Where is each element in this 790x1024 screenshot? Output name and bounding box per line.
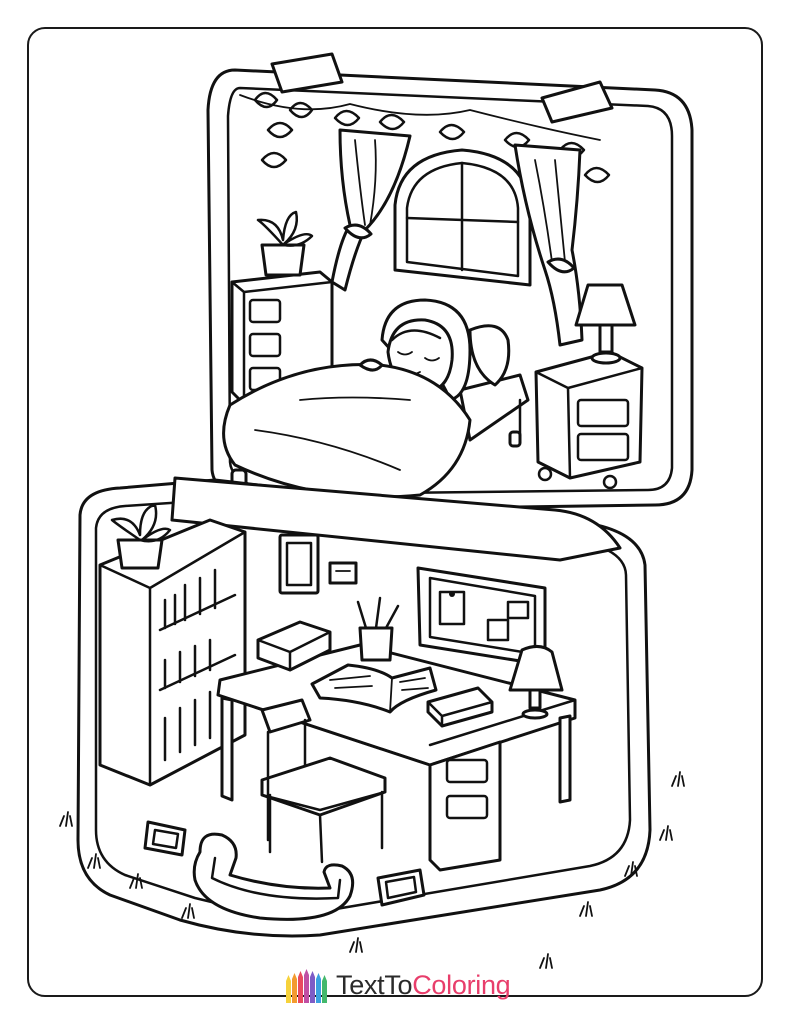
desk-leg	[560, 716, 570, 802]
base-inner-frame	[96, 500, 630, 911]
curtain-tie-left	[345, 225, 371, 238]
grass-tuft	[672, 772, 684, 786]
books	[165, 570, 215, 628]
shelf	[160, 595, 235, 630]
books	[165, 640, 210, 688]
desk-items	[258, 598, 492, 726]
curtain-left	[332, 130, 410, 290]
grass-tuft	[350, 938, 362, 952]
vine-stem	[240, 95, 600, 140]
chair-back	[262, 700, 310, 732]
grass-tuft	[540, 954, 552, 968]
girl-eye-left	[398, 352, 412, 355]
bed-leg	[510, 432, 520, 446]
drawer	[250, 300, 280, 322]
bed	[224, 300, 528, 525]
wall-decor	[280, 535, 545, 665]
chair-legs	[268, 720, 382, 862]
curtain-right	[515, 145, 582, 345]
table-lamp-bedroom	[576, 285, 635, 363]
desk-lamp	[510, 646, 562, 718]
pencil-cup	[360, 628, 392, 660]
ivy-leaf	[440, 125, 464, 139]
pinned-note	[488, 620, 508, 640]
plant-leaves	[112, 505, 170, 541]
grass-tufts	[60, 772, 684, 968]
drawer	[447, 796, 487, 818]
drawer	[447, 760, 487, 782]
pencil	[298, 971, 303, 1003]
pencil	[286, 975, 291, 1003]
ivy-leaf	[380, 115, 404, 129]
base-top-lip	[172, 478, 620, 560]
plant-pot	[262, 245, 304, 275]
page-border	[27, 27, 763, 997]
brand-name-part1: TextTo	[336, 969, 413, 1000]
drawer	[250, 334, 280, 356]
shelf	[160, 655, 235, 690]
lid-strap-left	[272, 54, 342, 92]
grass-tuft	[660, 826, 672, 840]
grass-tuft	[130, 874, 142, 888]
drawer	[578, 434, 628, 460]
lid-strap-right	[542, 82, 612, 122]
lamp-base	[530, 690, 540, 708]
ivy-leaf	[268, 123, 292, 137]
pencil	[322, 975, 327, 1003]
lamp-shade	[576, 285, 635, 325]
books	[165, 685, 225, 760]
drawer	[578, 400, 628, 426]
girl-hand	[360, 360, 382, 370]
ivy-leaf	[335, 111, 359, 125]
lamp-shade	[510, 646, 562, 690]
girl-bangs	[392, 330, 440, 340]
chair	[262, 700, 385, 862]
grass-tuft	[182, 904, 194, 918]
lamp-base	[600, 325, 612, 352]
potted-plant-shelf	[112, 505, 170, 568]
blanket	[224, 365, 470, 498]
grass-tuft	[625, 862, 637, 876]
pinned-note	[508, 602, 528, 618]
pillow	[470, 326, 509, 385]
color-pencils-icon	[286, 969, 327, 1003]
ivy-leaf	[262, 153, 286, 167]
brand-logo[interactable]: TextToColoring	[284, 962, 511, 1008]
grass-tuft	[580, 902, 592, 916]
plant-leaves	[258, 212, 312, 246]
ivy-leaf	[255, 93, 277, 107]
desk-leg	[222, 698, 232, 800]
window-mullion-horizontal	[407, 218, 518, 222]
potted-plant-top	[258, 212, 312, 275]
pencil	[292, 973, 297, 1003]
brand-name: TextToColoring	[336, 969, 511, 1001]
ivy-leaf	[505, 133, 529, 147]
ivy-vines	[240, 93, 609, 182]
girl-eye-right	[425, 358, 439, 361]
pencils	[358, 598, 398, 628]
stacked-books	[258, 622, 330, 670]
grass-tuft	[60, 812, 72, 826]
bookshelf	[100, 520, 245, 785]
open-book	[312, 665, 436, 712]
ivy-leaf	[290, 103, 312, 117]
arched-window	[395, 150, 530, 285]
ivy-leaf	[585, 168, 609, 182]
pencil	[316, 973, 321, 1003]
grass-tuft	[88, 854, 100, 868]
latch-right	[378, 870, 424, 905]
brand-name-part2: Coloring	[412, 969, 511, 1000]
sticky-note	[330, 563, 356, 583]
pencil	[304, 969, 309, 1003]
suitcase-front	[145, 822, 424, 919]
plant-pot	[118, 540, 162, 568]
curtain-tie-right	[548, 259, 574, 272]
picture-frame	[280, 535, 318, 593]
pencil	[310, 971, 315, 1003]
